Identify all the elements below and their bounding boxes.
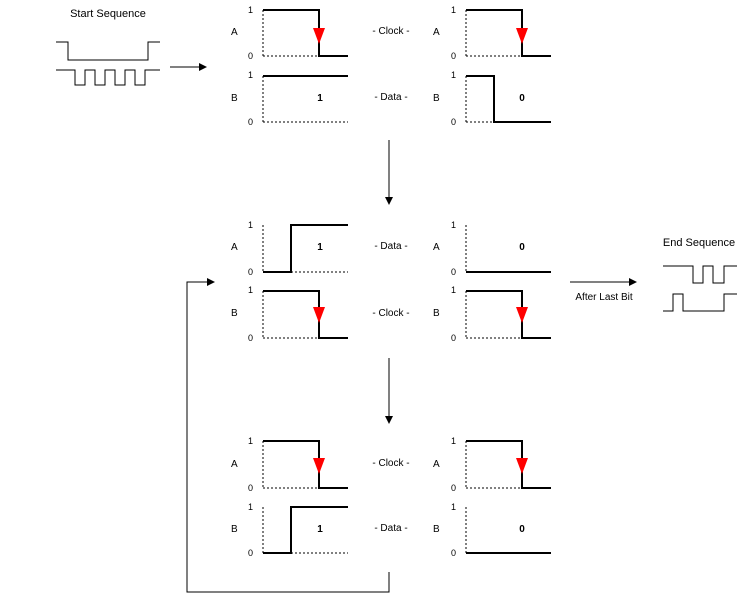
- row1-clock-bit-one-graph: [262, 9, 348, 57]
- channel-label-a: A: [433, 459, 440, 470]
- row3-clock-bit-zero-graph: [465, 440, 551, 489]
- phase-label-clock: - Clock -: [372, 458, 409, 469]
- tick-high: 1: [451, 5, 456, 15]
- tick-high: 1: [248, 220, 253, 230]
- channel-label-a: A: [231, 459, 238, 470]
- falling-edge-arrow-icon: [313, 28, 325, 44]
- channel-label-a: A: [231, 27, 238, 38]
- start-sequence-waveform-b: [56, 69, 160, 86]
- tick-low: 0: [248, 117, 253, 127]
- tick-low: 0: [451, 548, 456, 558]
- bit-value: 1: [317, 93, 323, 104]
- channel-label-b: B: [231, 524, 238, 535]
- row2-clock-bit-zero-graph: [465, 290, 551, 339]
- channel-label-b: B: [433, 93, 440, 104]
- phase-label-data: - Data -: [374, 523, 407, 534]
- falling-edge-arrow-icon: [313, 458, 325, 474]
- bit-value: 0: [519, 93, 525, 104]
- row1-data-bit-zero-graph: [465, 75, 551, 123]
- start-sequence-title: Start Sequence: [70, 8, 146, 20]
- tick-high: 1: [248, 70, 253, 80]
- tick-low: 0: [451, 333, 456, 343]
- channel-label-a: A: [433, 27, 440, 38]
- falling-edge-arrow-icon: [313, 307, 325, 323]
- phase-label-clock: - Clock -: [372, 26, 409, 37]
- phase-label-data: - Data -: [374, 92, 407, 103]
- tick-high: 1: [248, 502, 253, 512]
- after-last-bit-label: After Last Bit: [575, 292, 632, 303]
- tick-low: 0: [451, 267, 456, 277]
- bit-value: 1: [317, 242, 323, 253]
- row3-data-bit-one-graph: [262, 506, 348, 554]
- falling-edge-arrow-icon: [516, 28, 528, 44]
- tick-low: 0: [451, 483, 456, 493]
- loop-back-arrow: [186, 278, 390, 593]
- bit-value: 0: [519, 524, 525, 535]
- channel-label-b: B: [433, 524, 440, 535]
- channel-label-a: A: [433, 242, 440, 253]
- row2-clock-bit-one-graph: [262, 290, 348, 339]
- tick-high: 1: [451, 502, 456, 512]
- tick-high: 1: [248, 285, 253, 295]
- tick-low: 0: [451, 51, 456, 61]
- row3-clock-bit-one-graph: [262, 440, 348, 489]
- bit-value: 1: [317, 524, 323, 535]
- channel-label-b: B: [433, 308, 440, 319]
- channel-label-b: B: [231, 93, 238, 104]
- tick-low: 0: [248, 548, 253, 558]
- end-sequence-waveform-a: [663, 265, 737, 284]
- tick-high: 1: [248, 436, 253, 446]
- row2-data-bit-zero-graph: [465, 225, 551, 273]
- end-sequence-title: End Sequence: [663, 237, 735, 249]
- falling-edge-arrow-icon: [516, 458, 528, 474]
- phase-label-clock: - Clock -: [372, 308, 409, 319]
- end-sequence-waveform-b: [663, 293, 737, 312]
- tick-high: 1: [451, 436, 456, 446]
- tick-high: 1: [248, 5, 253, 15]
- tick-low: 0: [248, 267, 253, 277]
- start-sequence-waveform-a: [56, 41, 160, 61]
- tick-low: 0: [248, 483, 253, 493]
- falling-edge-arrow-icon: [516, 307, 528, 323]
- tick-low: 0: [248, 333, 253, 343]
- channel-label-a: A: [231, 242, 238, 253]
- tick-high: 1: [451, 285, 456, 295]
- bit-value: 0: [519, 242, 525, 253]
- tick-high: 1: [451, 70, 456, 80]
- tick-high: 1: [451, 220, 456, 230]
- phase-label-data: - Data -: [374, 241, 407, 252]
- tick-low: 0: [248, 51, 253, 61]
- tick-low: 0: [451, 117, 456, 127]
- row1-data-bit-one-graph: [262, 75, 348, 123]
- row2-data-bit-one-graph: [262, 224, 348, 273]
- channel-label-b: B: [231, 308, 238, 319]
- row3-data-bit-zero-graph: [465, 507, 551, 554]
- row1-clock-bit-zero-graph: [465, 9, 551, 57]
